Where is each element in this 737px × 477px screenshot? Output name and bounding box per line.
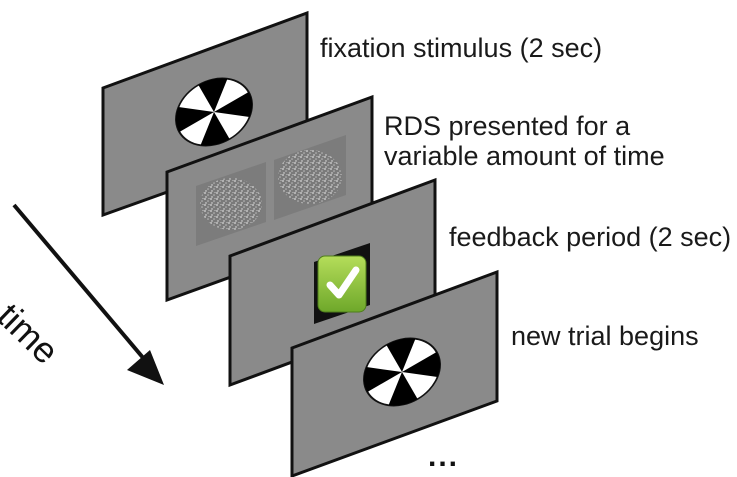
label-new-trial: new trial begins [511,321,699,351]
random-dot-stereograms [196,135,346,246]
frame-fixation [101,10,309,218]
label-feedback: feedback period (2 sec) [449,222,732,252]
pinwheel-stimulus [175,77,253,147]
time-arrow [12,203,164,385]
continuation-ellipsis: ... [428,440,460,473]
feedback-check [314,243,370,324]
check-icon [317,255,367,313]
frame-feedback [228,177,437,388]
label-rds-line2: variable amount of time [384,141,665,171]
pinwheel-stimulus [363,337,441,407]
frame-new-trial [290,269,499,477]
label-rds-line1: RDS presented for a [384,111,631,141]
label-fixation: fixation stimulus (2 sec) [320,33,603,63]
